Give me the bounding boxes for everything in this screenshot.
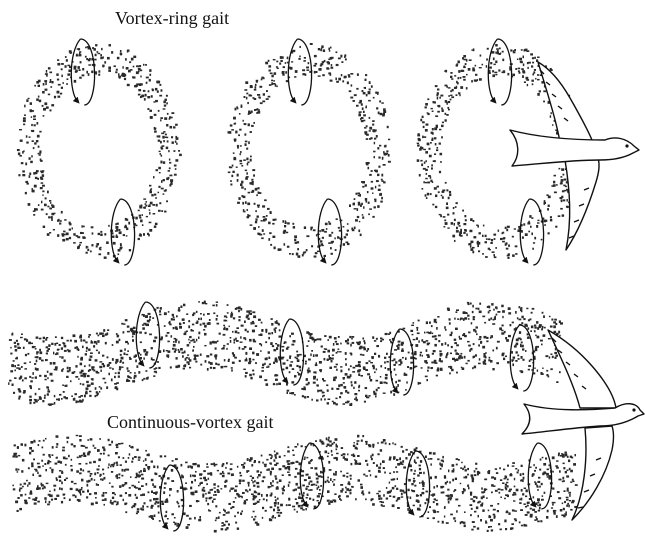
swirl-arrows [70,38,553,531]
continuous-vortex-gait-label: Continuous-vortex gait [105,412,276,433]
bird-upstroke-icon [509,61,640,251]
continuous-wake-particles [8,300,578,533]
vortex-ring-gait-label: Vortex-ring gait [113,8,232,29]
bird-downstroke-icon [521,329,645,521]
vortex-ring-particles [16,43,582,259]
